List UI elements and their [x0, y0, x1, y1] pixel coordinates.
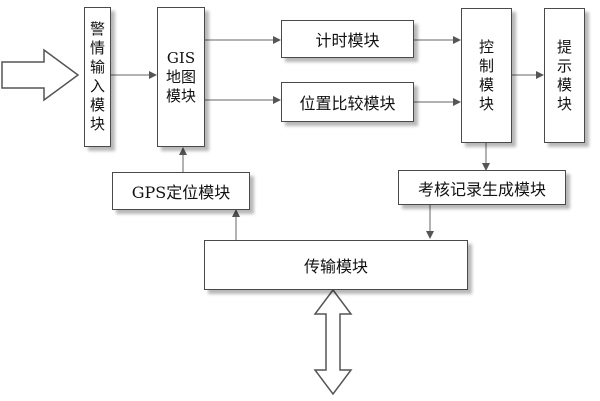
assessment-label: 考核记录生成模块	[417, 179, 546, 199]
alarm-input-module: 警情输入模块	[84, 7, 111, 147]
timer-module: 计时模块	[281, 20, 414, 58]
timer-label: 计时模块	[315, 31, 380, 50]
transmission-module: 传输模块	[204, 240, 468, 290]
prompt-module: 提示模块	[544, 8, 585, 143]
control-label: 控制模块	[478, 37, 494, 113]
position-compare-module: 位置比较模块	[281, 82, 414, 122]
prompt-label: 提示模块	[556, 37, 572, 113]
bidirectional-arrow	[313, 288, 353, 396]
position-compare-label: 位置比较模块	[299, 94, 396, 113]
control-module: 控制模块	[461, 8, 512, 143]
assessment-module: 考核记录生成模块	[398, 170, 566, 205]
gis-map-module: GIS地图模块	[157, 7, 205, 147]
alarm-input-label: 警情输入模块	[89, 20, 105, 133]
transmission-label: 传输模块	[303, 257, 368, 276]
gps-module: GPS定位模块	[112, 172, 250, 210]
gps-label: GPS定位模块	[131, 183, 231, 202]
gis-map-label: GIS地图模块	[165, 48, 196, 105]
input-arrow	[1, 48, 80, 102]
